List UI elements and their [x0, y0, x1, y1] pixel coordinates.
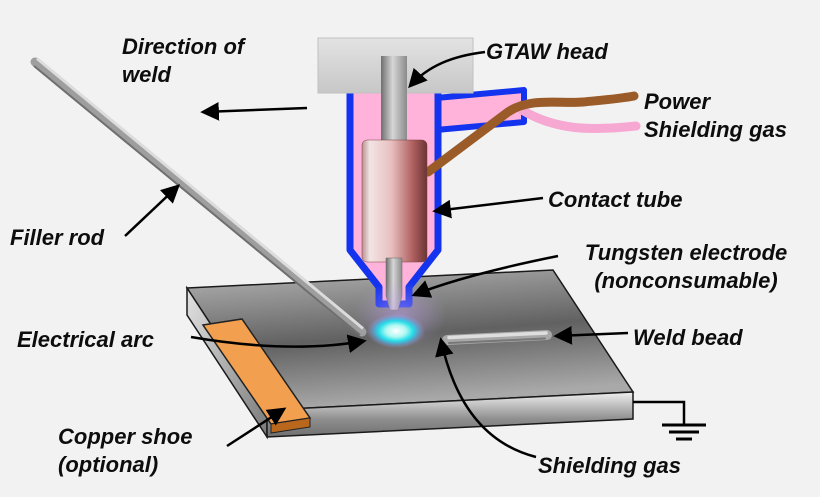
arrow-gtaw-head	[408, 50, 486, 89]
arc-core	[367, 314, 425, 348]
plate-front-face	[266, 391, 634, 438]
arrow-direction-of-weld	[200, 102, 308, 121]
electrode-holder-rod	[381, 56, 407, 151]
arrow-contact-tube	[432, 196, 544, 219]
arrow-shielding-gas-flow	[435, 337, 537, 459]
label-shielding-gas-supply: Shielding gas	[644, 117, 788, 142]
label-electrical-arc: Electrical arc	[17, 327, 154, 352]
annotation-arrows	[124, 50, 629, 459]
filler-rod	[30, 57, 367, 337]
label-contact-tube: Contact tube	[548, 187, 683, 212]
electrical-arc	[354, 281, 446, 349]
arrow-filler-rod	[124, 184, 181, 237]
label-copper-shoe: Copper shoe (optional)	[58, 424, 193, 477]
label-gtaw-head: GTAW head	[486, 39, 608, 64]
label-shielding-gas-flow: Shielding gas	[538, 453, 682, 478]
copper-shoe-edge	[270, 417, 311, 434]
power-cable	[423, 91, 639, 177]
ground-symbol	[633, 400, 706, 441]
arrow-electrical-arc	[190, 334, 367, 353]
weld-bead	[442, 330, 552, 345]
label-tungsten-electrode: Tungsten electrode (nonconsumable)	[584, 240, 788, 293]
arrow-copper-shoe	[226, 407, 287, 448]
contact-tube	[361, 139, 428, 263]
arrow-weld-bead	[553, 325, 629, 345]
label-power: Power	[644, 89, 711, 114]
label-filler-rod: Filler rod	[10, 225, 105, 250]
copper-shoe	[201, 318, 312, 434]
shielding-gas-hose	[517, 105, 641, 133]
label-direction-of-weld: Direction of weld	[122, 34, 245, 87]
gtaw-torch	[317, 37, 641, 311]
label-weld-bead: Weld bead	[633, 325, 743, 350]
arrow-tungsten-electrode	[411, 254, 559, 298]
